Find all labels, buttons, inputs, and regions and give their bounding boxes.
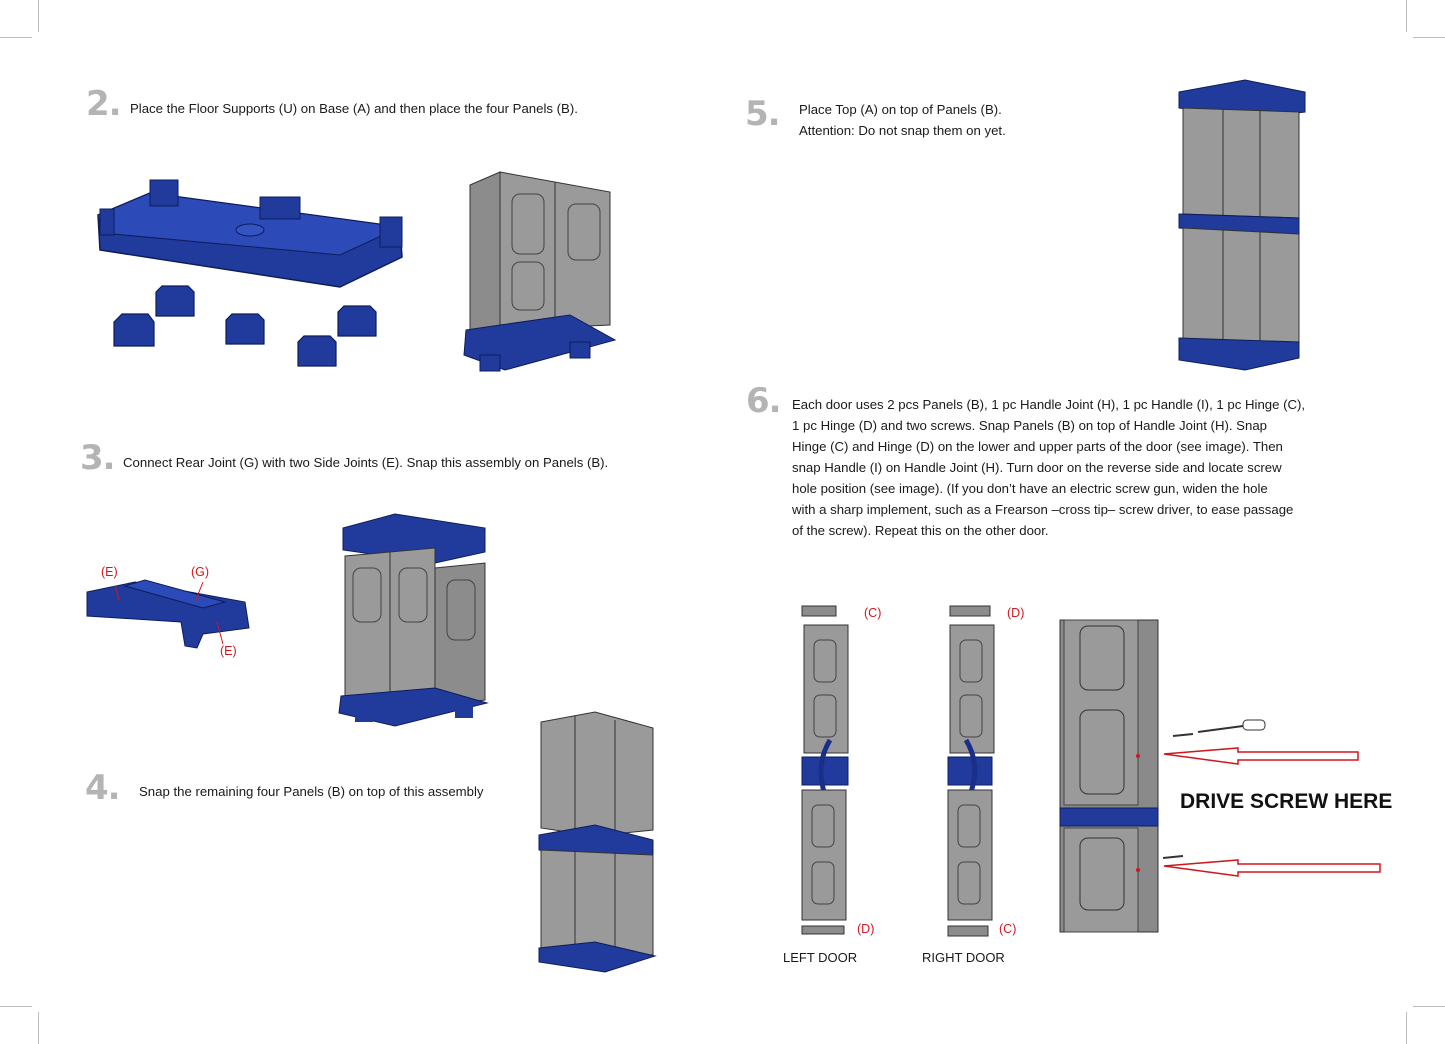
label-right-door-top: (D) <box>1007 606 1025 620</box>
step-5-line-2: Attention: Do not snap them on yet. <box>799 123 1006 138</box>
step-6-line-4: snap Handle (I) on Handle Joint (H). Tur… <box>792 460 1282 475</box>
step-6-line-2: 1 pc Hinge (D) and two screws. Snap Pane… <box>792 418 1267 433</box>
crop-mark <box>1406 1012 1407 1044</box>
crop-mark <box>38 1012 39 1044</box>
step-2-number: 2. <box>86 84 122 124</box>
label-g: (G) <box>191 565 210 579</box>
drive-screw-caption: DRIVE SCREW HERE <box>1180 790 1393 813</box>
assembly-step3-illustration <box>338 513 489 727</box>
step-3-number: 3. <box>80 438 116 478</box>
step-5-line-1: Place Top (A) on top of Panels (B). <box>799 102 1002 117</box>
crop-mark <box>38 0 39 32</box>
step-6-number: 6. <box>746 381 782 421</box>
assembly-step5-illustration <box>1178 79 1306 371</box>
step-4-number: 4. <box>85 768 121 808</box>
crop-mark <box>1406 0 1407 32</box>
label-e-bottom: (E) <box>220 644 237 658</box>
step-5-number: 5. <box>745 94 781 134</box>
crop-mark <box>0 37 32 38</box>
crop-mark <box>1413 37 1445 38</box>
step-6-line-7: of the screw). Repeat this on the other … <box>792 523 1049 538</box>
left-door-caption: LEFT DOOR <box>783 950 858 965</box>
step-3-text: Connect Rear Joint (G) with two Side Joi… <box>123 455 609 470</box>
floor-supports-illustration <box>113 285 377 367</box>
base-illustration <box>97 179 403 288</box>
step-6-line-6: with a sharp implement, such as a Frears… <box>792 502 1294 517</box>
label-right-door-bottom: (C) <box>999 922 1017 936</box>
step-6-line-1: Each door uses 2 pcs Panels (B), 1 pc Ha… <box>792 397 1306 412</box>
right-door-caption: RIGHT DOOR <box>922 950 1005 965</box>
step-6-line-5: hole position (see image). (If you don’t… <box>792 481 1268 496</box>
base-with-panels-illustration <box>463 171 617 372</box>
crop-mark <box>0 1006 32 1007</box>
label-left-door-bottom: (D) <box>857 922 875 936</box>
step-4-text: Snap the remaining four Panels (B) on to… <box>139 784 484 799</box>
label-left-door-top: (C) <box>864 606 882 620</box>
step-2-text: Place the Floor Supports (U) on Base (A)… <box>130 101 578 116</box>
label-e-left: (E) <box>101 565 118 579</box>
left-door-illustration <box>801 605 849 935</box>
joints-illustration <box>86 579 250 649</box>
step-6-line-3: Hinge (C) and Hinge (D) on the lower and… <box>792 439 1283 454</box>
door-back-closeup-illustration <box>1059 619 1381 933</box>
right-door-illustration <box>947 605 995 937</box>
crop-mark <box>1413 1006 1445 1007</box>
assembly-step4-illustration <box>538 711 657 973</box>
